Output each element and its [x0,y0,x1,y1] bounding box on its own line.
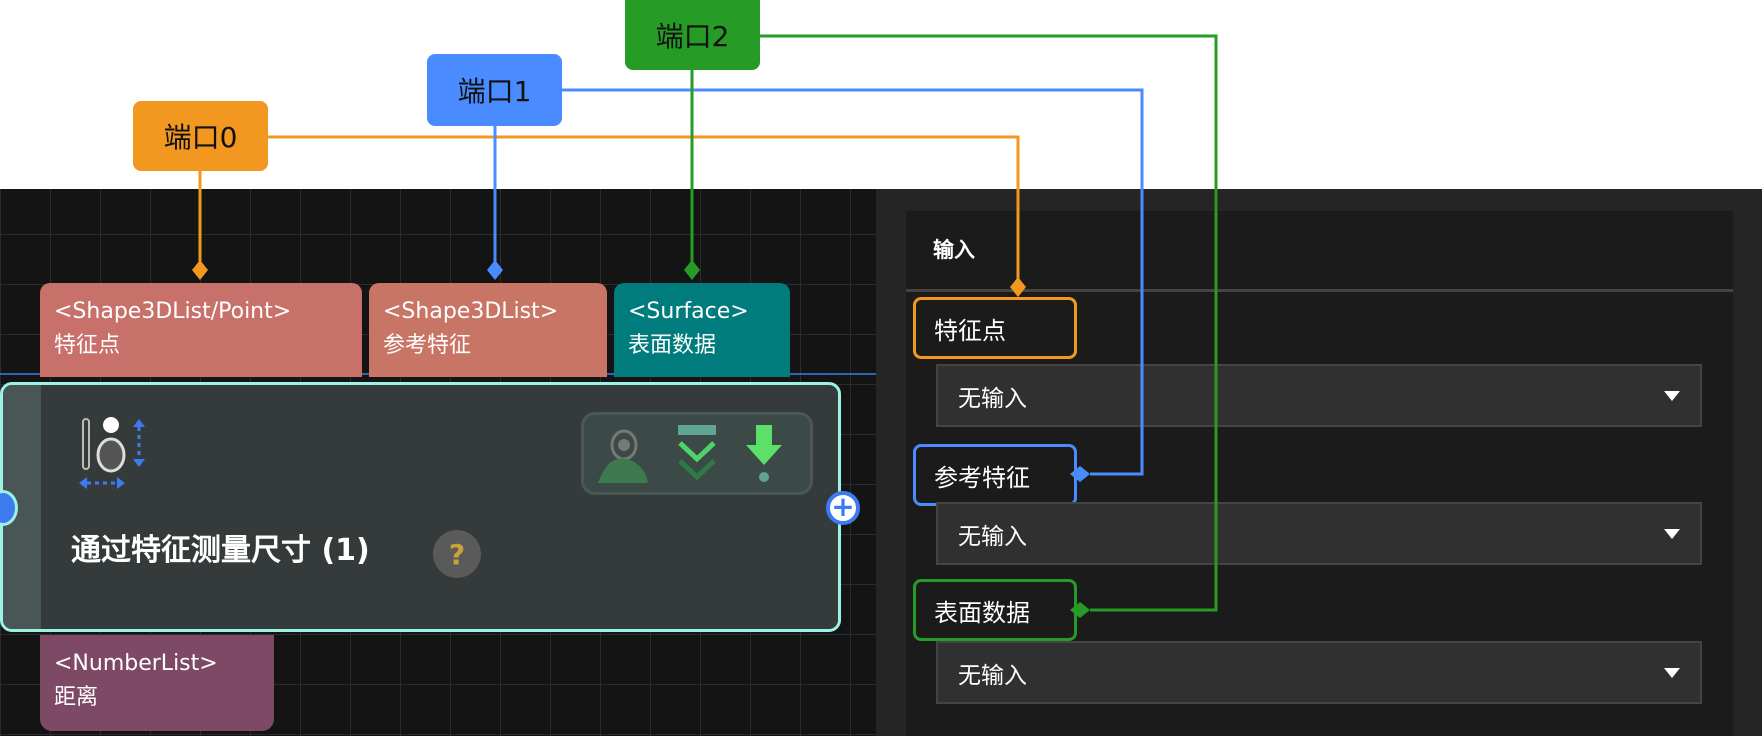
measure-node[interactable]: 通过特征测量尺寸 (1) ? [0,382,841,632]
port-name: 特征点 [54,333,121,358]
port-2-callout: 端口2 [625,0,760,70]
dropdown-arrow-icon [1664,391,1680,401]
port2-connector [690,34,1218,612]
port-name: 距离 [54,685,99,710]
port-type: <Shape3DList/Point> [54,299,292,324]
port1-connector [493,88,1144,476]
measure-icon [79,417,145,489]
visualize-icon[interactable] [596,425,652,485]
field-label-feature-points: 特征点 [913,297,1077,359]
port-name: 表面数据 [628,333,717,358]
add-output-icon[interactable]: + [826,491,860,525]
port-type: <Shape3DList> [383,299,559,324]
select-value: 无输入 [958,385,1027,412]
dropdown-arrow-icon [1664,668,1680,678]
diamond-marker [487,260,1090,482]
output-port-tag[interactable]: <NumberList> 距离 [40,635,274,731]
port-name: 参考特征 [383,333,472,358]
port-1-callout: 端口1 [427,54,562,126]
diamond-marker [192,260,1026,297]
diamond-marker [684,260,1090,618]
reference-feature-select[interactable]: 无输入 [936,502,1702,565]
select-value: 无输入 [958,662,1027,689]
feature-points-select[interactable]: 无输入 [936,364,1702,427]
dropdown-arrow-icon [1664,529,1680,539]
input-port-tag-2[interactable]: <Surface> 表面数据 [614,283,790,377]
input-port-tag-0[interactable]: <Shape3DList/Point> 特征点 [40,283,362,377]
port0-connector [198,135,1020,287]
download-icon[interactable] [744,423,784,487]
input-port-tag-1[interactable]: <Shape3DList> 参考特征 [369,283,607,377]
node-title: 通过特征测量尺寸 (1) [71,533,370,568]
port-0-callout: 端口0 [133,101,268,171]
section-separator [906,289,1733,292]
collapse-icon[interactable] [672,423,722,487]
section-header: 输入 [933,238,975,262]
node-toolbar [581,412,813,495]
help-icon[interactable]: ? [433,530,481,578]
select-value: 无输入 [958,523,1027,550]
field-label-surface-data: 表面数据 [913,579,1077,641]
port-type: <NumberList> [54,651,218,676]
port-type: <Surface> [628,299,749,324]
surface-data-select[interactable]: 无输入 [936,641,1702,704]
